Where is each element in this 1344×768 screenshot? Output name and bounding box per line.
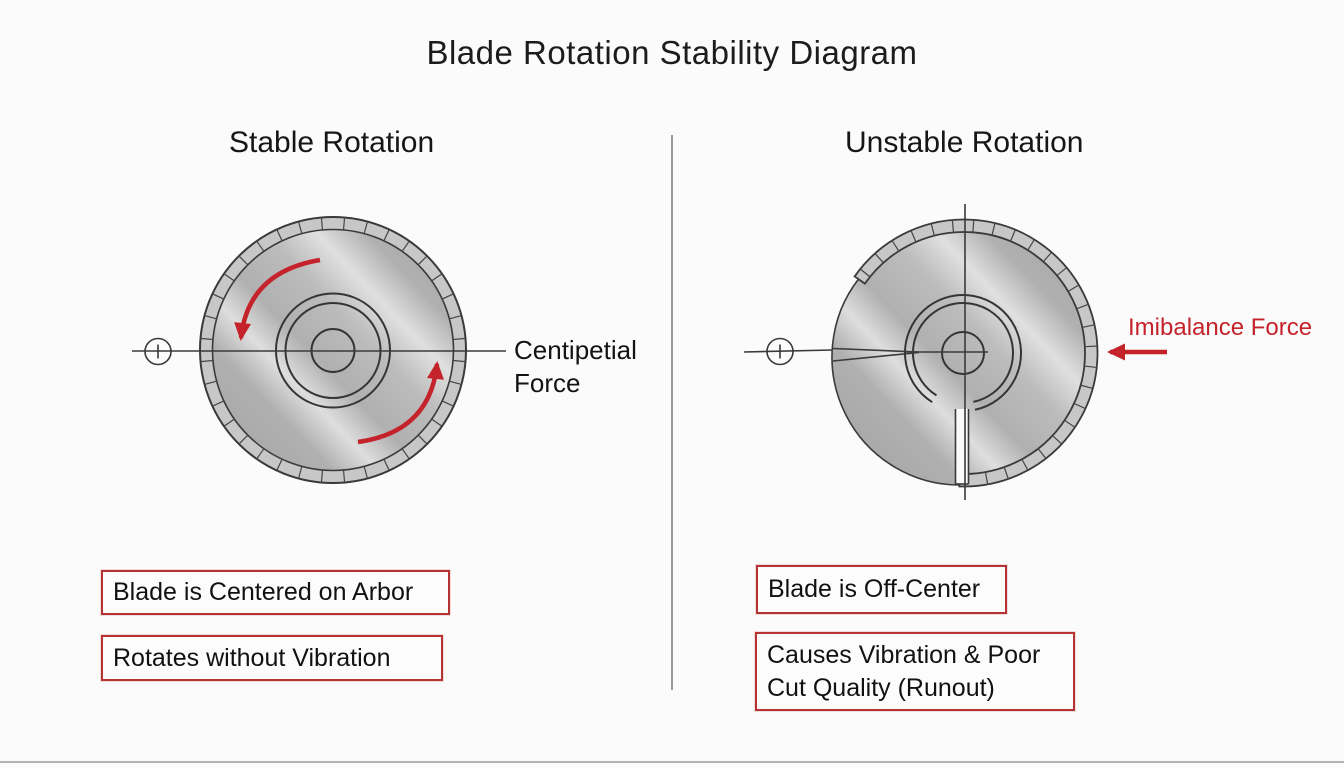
left-wedge-notch	[832, 347, 920, 362]
unstable-callout-off-center: Blade is Off-Center	[756, 565, 1007, 614]
unstable-flange-inner-arc	[912, 302, 1014, 403]
unstable-panel-heading: Unstable Rotation	[845, 126, 1084, 159]
unstable-axis-line-left	[743, 349, 834, 353]
stable-blade-body	[211, 228, 455, 472]
stable-callout-no-vibration: Rotates without Vibration	[101, 635, 443, 681]
rotation-arrow-top-icon	[234, 257, 321, 341]
centripetal-force-label-line2: Force	[514, 368, 581, 398]
unstable-bare-edge-arc	[831, 277, 965, 486]
unstable-arbor-hole	[941, 331, 985, 375]
unstable-blade-body	[832, 229, 1088, 485]
unstable-callout-runout: Causes Vibration & Poor Cut Quality (Run…	[755, 632, 1075, 711]
unstable-arbor-icon	[766, 337, 794, 366]
unstable-rim-segments	[859, 219, 1098, 485]
stable-panel-heading: Stable Rotation	[229, 126, 435, 159]
unstable-callout-off-center-text: Blade is Off-Center	[768, 575, 981, 603]
unstable-blade	[831, 218, 1099, 488]
stable-callout-no-vibration-text: Rotates without Vibration	[113, 643, 391, 672]
stable-callout-centered: Blade is Centered on Arbor	[101, 570, 450, 615]
imbalance-force-label: Imibalance Force	[1128, 314, 1313, 341]
stable-blade	[199, 216, 467, 484]
page-title: Blade Rotation Stability Diagram	[426, 34, 918, 71]
bottom-rule-line	[0, 761, 1344, 763]
rotation-arrow-bottom-icon	[357, 361, 444, 445]
stable-arbor-icon	[144, 337, 172, 366]
stable-callout-centered-text: Blade is Centered on Arbor	[113, 578, 414, 606]
centripetal-force-label-line1: Centipetial	[514, 335, 637, 365]
bottom-slot-notch	[954, 409, 970, 485]
unstable-rim-band	[853, 218, 1099, 488]
unstable-callout-runout-text: Causes Vibration & Poor Cut Quality (Run…	[767, 640, 1041, 702]
centripetal-force-label: Centipetial Force	[514, 334, 637, 400]
unstable-flange-outer-arc	[904, 294, 1022, 411]
stable-rim-segments	[200, 217, 466, 483]
panel-divider-line	[671, 135, 673, 690]
